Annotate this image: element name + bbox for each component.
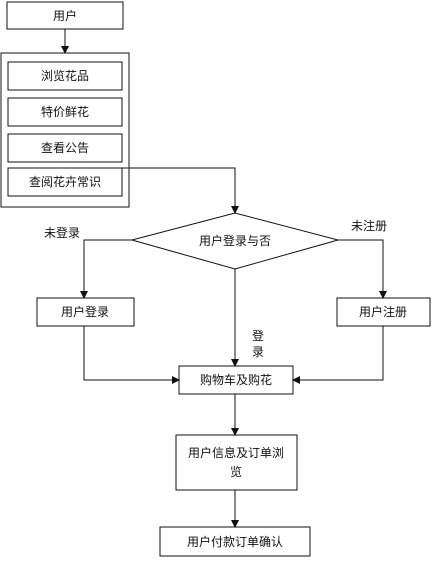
user-login-box [36,297,135,327]
special-flowers-box [7,97,123,127]
user-login-label: 用户登录 [61,304,109,319]
arrow-login-check-to-register [338,239,387,299]
logged-in-label-line1: 登 [252,328,264,343]
order-browse-label-line1: 用户信息及订单浏 [188,445,284,460]
arrow-login-check-to-login [80,239,132,299]
browse-flowers-label: 浏览花品 [41,68,89,83]
order-browse-label-line2: 览 [230,464,242,479]
browse-flowers-box [7,61,123,91]
arrow-register-to-cart [292,326,384,384]
view-notice-label: 查看公告 [41,141,89,155]
flower-knowledge-label: 查阅花卉常识 [29,174,101,189]
cart-box [178,365,294,395]
logged-in-label-line2: 录 [252,345,264,359]
not-logged-in-label: 未登录 [44,225,80,240]
arrow-features-to-login-check [122,167,239,214]
order-confirm-label: 用户付款订单确认 [187,534,283,549]
login-check-label: 用户登录与否 [199,233,271,248]
not-registered-label: 未注册 [351,218,387,233]
cart-label: 购物车及购花 [200,372,272,387]
flower-knowledge-box [7,167,123,197]
user-register-label: 用户注册 [359,304,407,319]
user-box [6,1,124,30]
view-notice-box [7,133,123,163]
arrow-login-to-cart [83,326,180,384]
order-browse-box [175,434,298,491]
user-label: 用户 [53,8,77,23]
special-flowers-label: 特价鲜花 [41,104,89,119]
